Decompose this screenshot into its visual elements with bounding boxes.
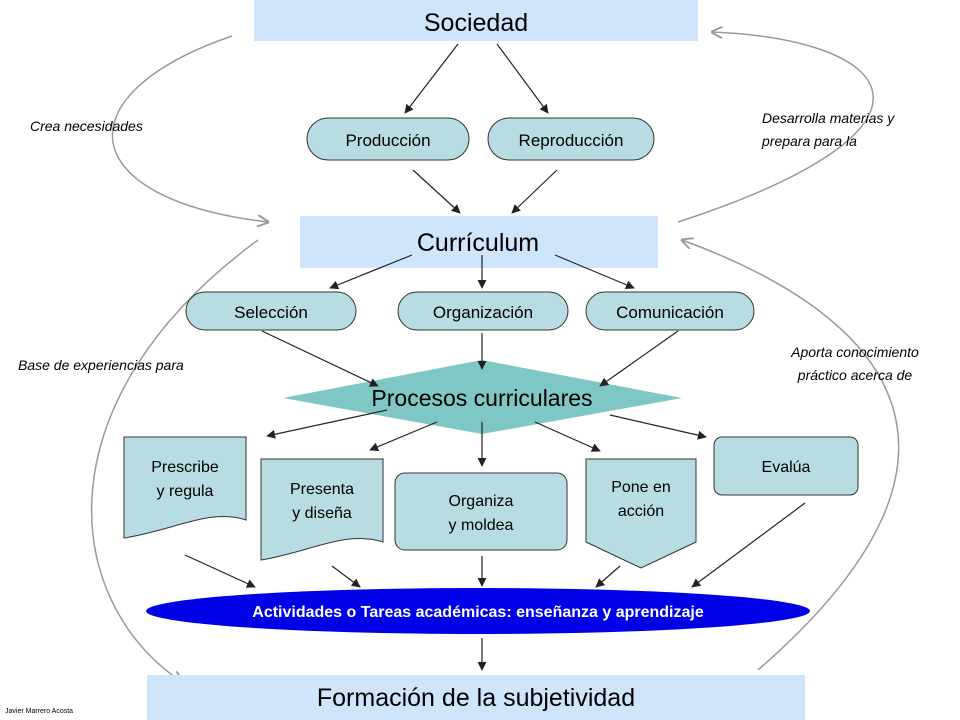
presenta-line1: Presenta [290,481,354,498]
seleccion-pill: Selección [185,291,357,331]
arrow-presenta-actividades [331,565,361,588]
prescribe-line1: Prescribe [151,459,219,476]
curriculum-box: Currículum [300,216,658,268]
label-base-experiencias: Base de experiencias para [18,357,184,373]
organizacion-label: Organización [433,303,533,322]
curriculum-title: Currículum [417,229,539,257]
arrow-sociedad-reproduccion [496,43,549,114]
arrow-pone-actividades [595,565,621,588]
arrow-produccion-curriculum [412,169,461,214]
arrow-procesos-evalua [609,414,707,440]
formacion-box: Formación de la subjetividad [147,675,805,720]
side-labels: Crea necesidades Desarrolla materias y p… [18,110,919,383]
organizacion-pill: Organización [397,291,569,331]
comunicacion-pill: Comunicación [585,291,755,331]
arrow-prescribe-actividades [184,554,256,588]
comunicacion-label: Comunicación [616,303,724,322]
organiza-step: Organiza y moldea [394,472,568,551]
label-aporta-line1: Aporta conocimiento [790,344,919,360]
sociedad-title: Sociedad [424,9,528,37]
arrow-procesos-presenta [369,421,438,452]
arrow-reproduccion-curriculum [511,169,558,214]
organiza-line1: Organiza [449,493,514,510]
arrow-procesos-pone [534,421,601,452]
presenta-step: Presenta y diseña [260,458,384,561]
arrow-comunicacion-procesos [599,330,679,387]
curve-base-experiencias [91,239,259,682]
feedback-curves [91,32,900,682]
arrow-evalua-actividades [691,502,806,588]
pone-line1: Pone en [611,479,671,496]
label-desarrolla-line1: Desarrolla materias y [762,110,895,126]
procesos-curriculares-diamond: Procesos curriculares [283,360,682,434]
label-desarrolla-line2: prepara para la [761,133,857,149]
label-crea-necesidades: Crea necesidades [30,118,143,134]
arrow-curriculum-comunicacion [554,254,635,290]
curve-aporta-conocimiento [682,240,900,671]
actividades-label: Actividades o Tareas académicas: enseñan… [252,604,704,621]
produccion-pill: Producción [306,117,470,161]
author-credit: Javier Marrero Acosta [5,708,73,715]
evalua-step: Evalúa [713,436,859,496]
prescribe-step: Prescribe y regula [123,436,247,539]
seleccion-label: Selección [234,303,308,322]
formacion-title: Formación de la subjetividad [317,684,635,712]
prescribe-line2: y regula [157,483,214,500]
arrow-seleccion-procesos [261,330,379,387]
pone-line2: acción [618,503,664,520]
arrow-curriculum-seleccion [329,254,413,290]
pone-en-accion-step: Pone en acción [585,458,697,569]
reproduccion-pill: Reproducción [487,117,655,161]
evalua-label: Evalúa [762,459,811,476]
label-aporta-line2: práctico acerca de [797,367,913,383]
organiza-line2: y moldea [449,517,514,534]
presenta-line2: y diseña [292,505,352,522]
sociedad-box: Sociedad [254,0,698,41]
flow-arrows [184,43,806,671]
actividades-ellipse: Actividades o Tareas académicas: enseñan… [146,588,810,634]
arrow-sociedad-produccion [404,43,459,114]
procesos-title: Procesos curriculares [371,385,592,411]
reproduccion-label: Reproducción [519,131,624,150]
curve-desarrolla-materias [677,32,874,223]
arrow-procesos-prescribe [266,409,388,439]
produccion-label: Producción [345,131,430,150]
curve-crea-necesidades [111,35,268,222]
